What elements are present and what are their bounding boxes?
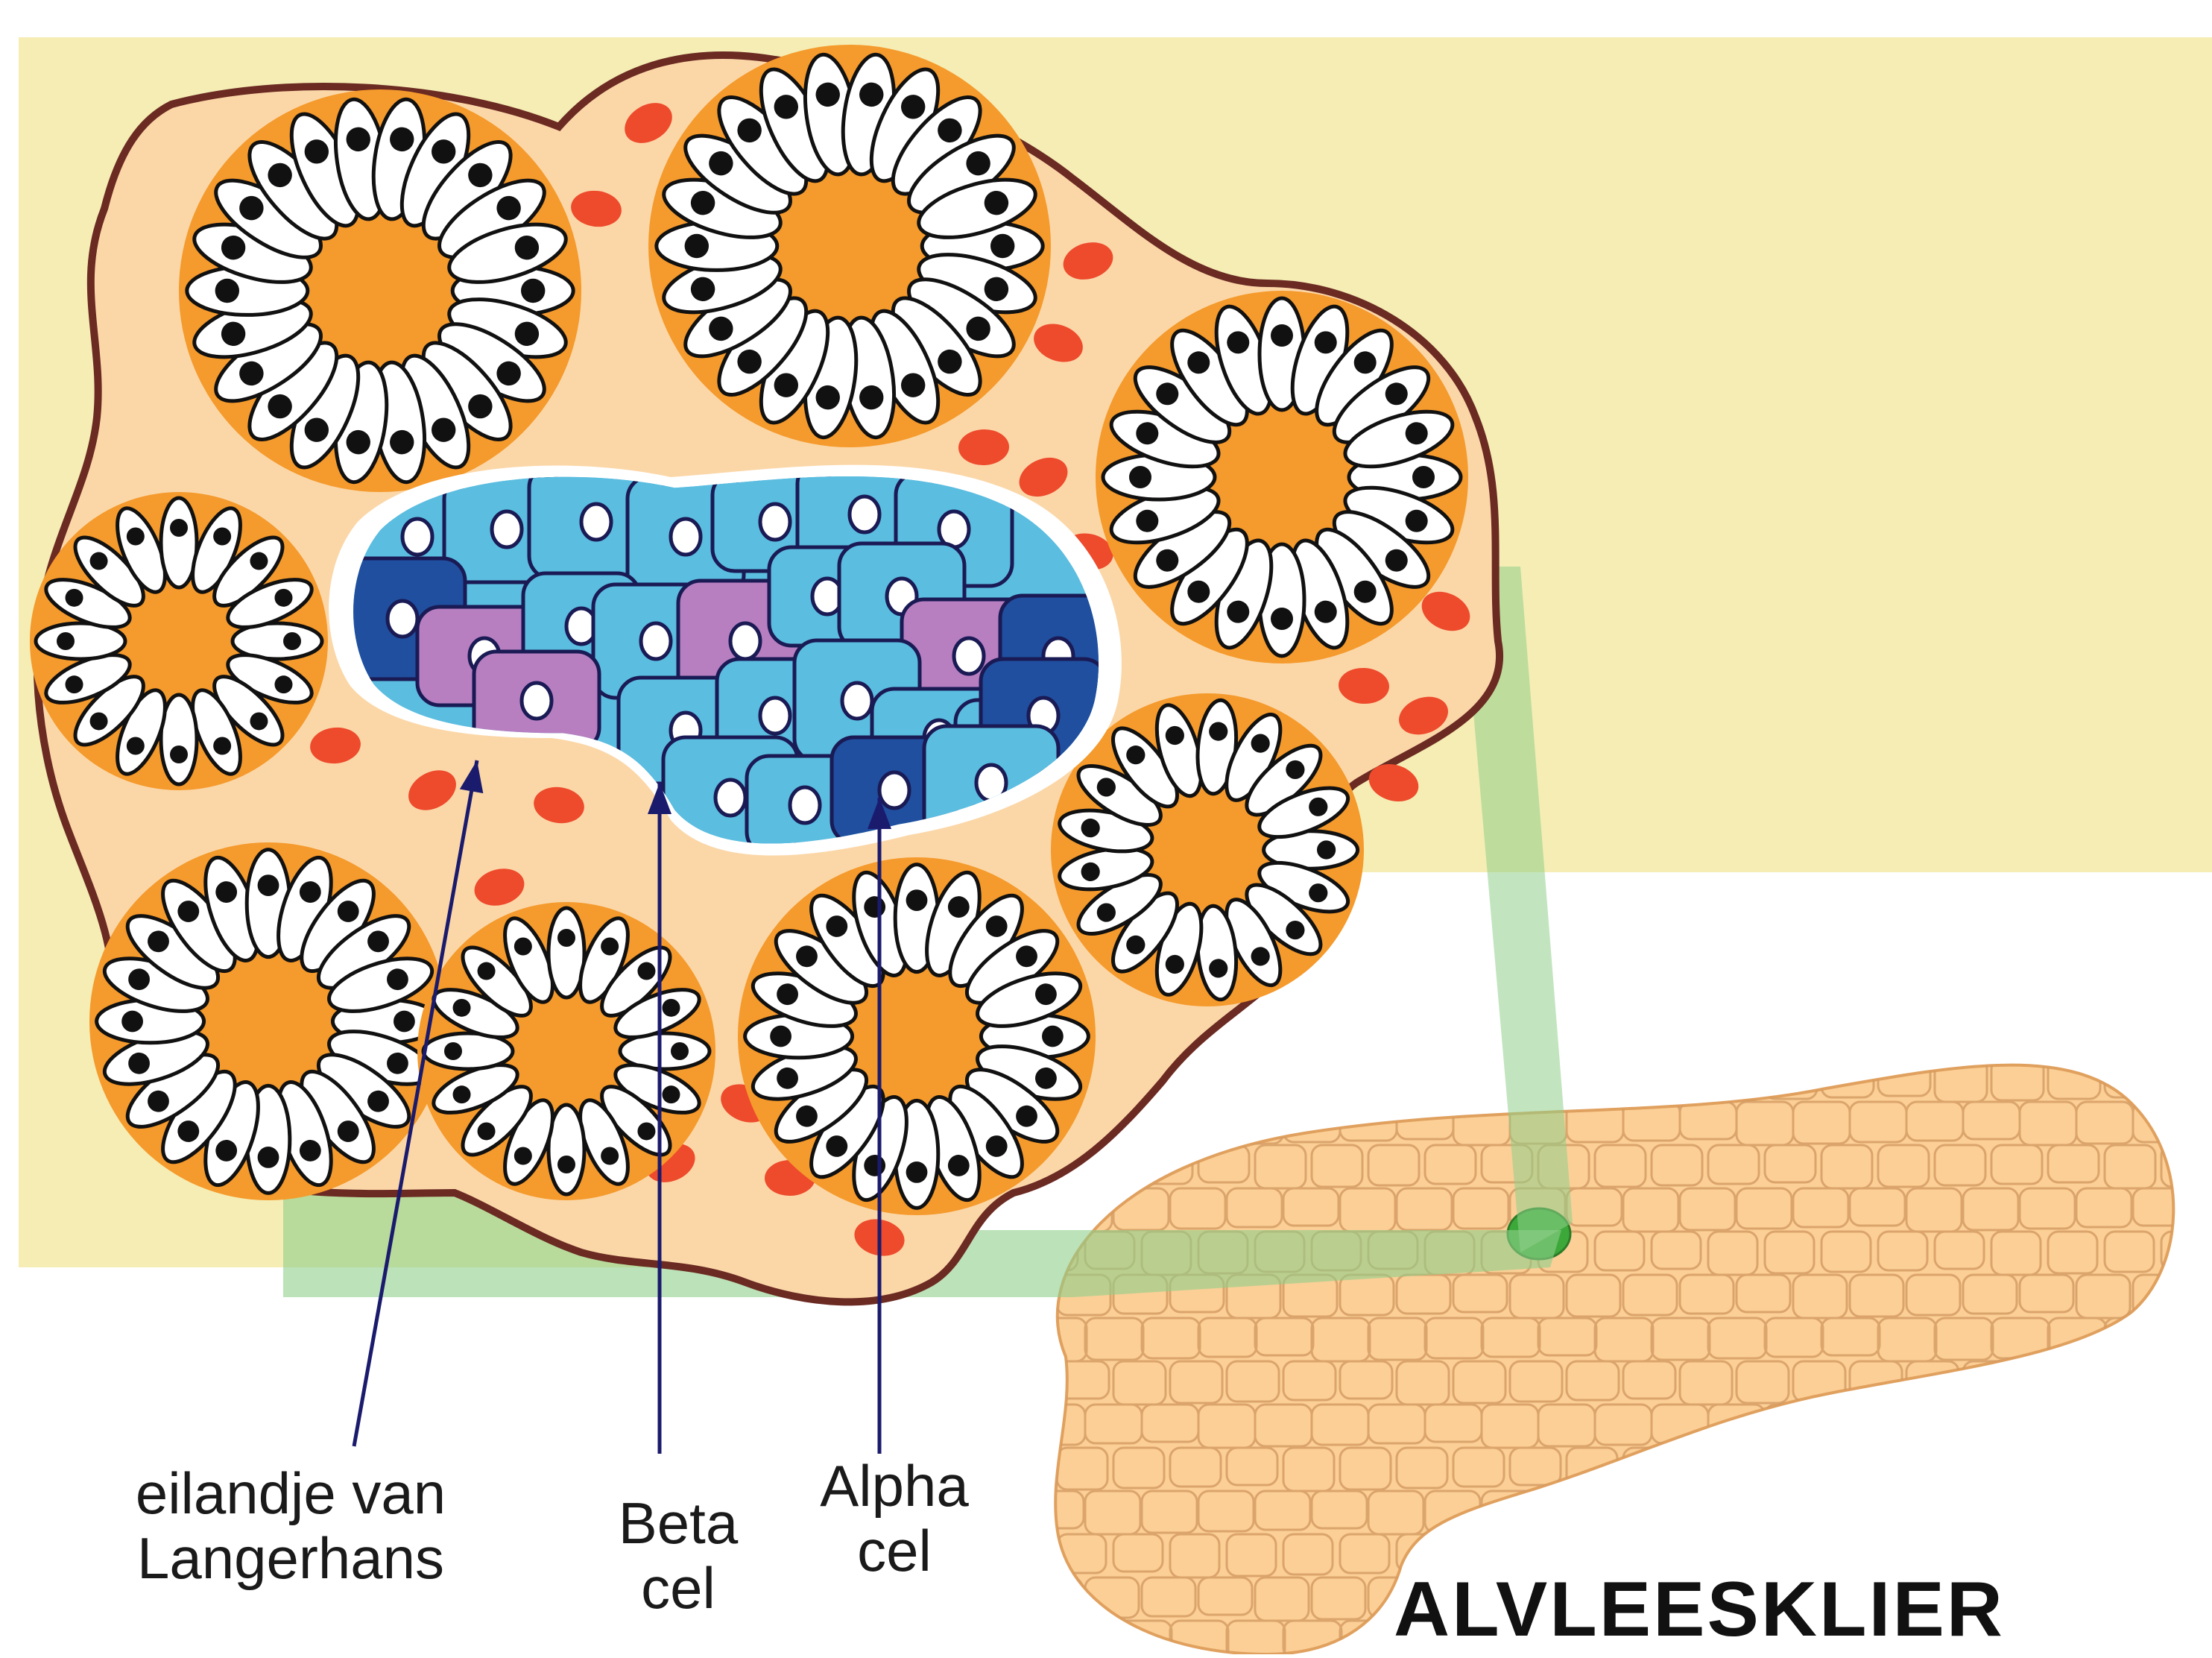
acinar-nucleus (557, 1156, 575, 1173)
cell-nucleus (760, 504, 790, 540)
cell-nucleus (850, 497, 879, 532)
acinar-nucleus (1042, 1026, 1064, 1047)
acinar-nucleus (557, 929, 575, 947)
acinus (738, 857, 1096, 1215)
label-alpha-cell: Alpha cel (775, 1454, 1014, 1584)
acinar-nucleus (770, 1026, 791, 1047)
cell-nucleus (760, 698, 790, 734)
acinar-nucleus (258, 874, 279, 896)
cell-nucleus (715, 780, 745, 816)
acinar-nucleus (121, 1011, 143, 1033)
cell-nucleus (790, 787, 820, 823)
acinar-nucleus (1271, 608, 1293, 630)
acinar-nucleus (1129, 466, 1151, 488)
acinar-nucleus (990, 234, 1014, 258)
acinar-nucleus (906, 1161, 928, 1183)
cell-nucleus (730, 623, 760, 659)
acinar-nucleus (170, 746, 188, 763)
acinus-lumen (793, 189, 906, 302)
acinus (417, 902, 715, 1200)
label-beta-cell: Beta cel (566, 1491, 790, 1621)
acinar-nucleus (521, 279, 545, 303)
acinus-lumen (137, 599, 221, 683)
acinar-nucleus (671, 1042, 689, 1060)
cell-nucleus (581, 504, 611, 540)
acinus-lumen (867, 986, 967, 1086)
acinar-nucleus (258, 1147, 279, 1168)
acinus-lumen (218, 971, 318, 1071)
acinar-nucleus (1271, 324, 1293, 347)
acinar-nucleus (444, 1042, 462, 1060)
cell-nucleus (879, 772, 909, 808)
label-alpha-line-2: cel (775, 1519, 1014, 1583)
cell-nucleus (492, 511, 522, 547)
cell-nucleus (671, 519, 701, 555)
acinus (89, 842, 447, 1200)
label-pancreas: ALVLEESKLIER (1394, 1566, 2005, 1654)
cell-nucleus (388, 601, 417, 637)
acinar-nucleus (394, 1011, 415, 1033)
label-islet-line-2: Langerhans (60, 1526, 522, 1591)
label-alpha-line-1: Alpha (775, 1454, 1014, 1519)
label-beta-line-2: cel (566, 1556, 790, 1621)
acinus (648, 45, 1051, 447)
acinus (179, 89, 581, 492)
acinus (1096, 291, 1468, 663)
cell-nucleus (842, 683, 872, 719)
acinar-nucleus (57, 632, 75, 650)
cell-nucleus (522, 683, 552, 719)
label-islet-line-1: eilandje van (60, 1461, 522, 1526)
label-islet-of-langerhans: eilandje van Langerhans (60, 1461, 522, 1592)
label-beta-line-1: Beta (566, 1491, 790, 1556)
cell-nucleus (954, 638, 984, 674)
cell-nucleus (402, 519, 432, 555)
acinar-nucleus (170, 519, 188, 537)
acinus (30, 492, 328, 790)
acinus-lumen (1230, 425, 1334, 529)
acinar-nucleus (283, 632, 301, 650)
acinus-lumen (323, 234, 436, 347)
acinus-lumen (1163, 806, 1251, 894)
acinus-lumen (525, 1009, 608, 1093)
cell-nucleus (641, 623, 671, 659)
acinar-nucleus (906, 889, 928, 911)
acinar-nucleus (215, 279, 239, 303)
acinar-nucleus (1412, 466, 1435, 488)
acinar-nucleus (1317, 840, 1336, 859)
acinar-nucleus (685, 234, 709, 258)
